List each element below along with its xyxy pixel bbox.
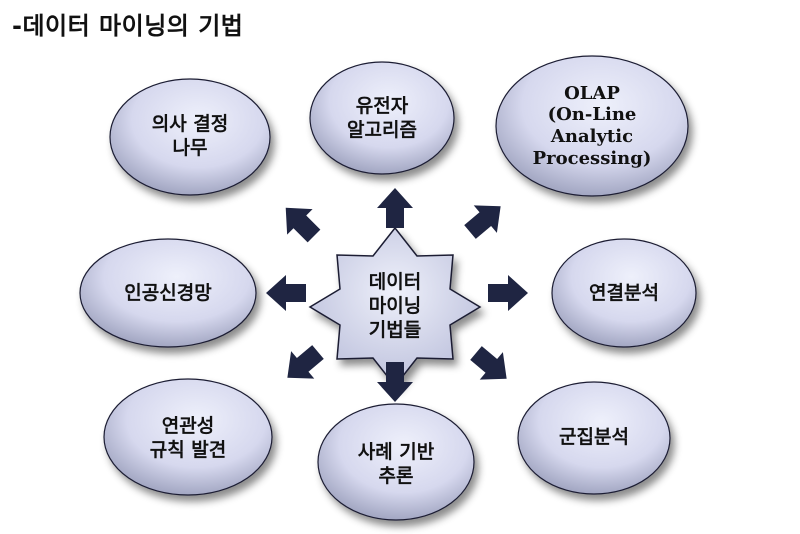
node-genetic-algorithm: 유전자 알고리즘 — [347, 95, 417, 141]
ellipse-olap — [495, 55, 689, 197]
node-olap: OLAP (On-Line Analytic Processing) — [532, 82, 652, 169]
ellipse-genetic-algorithm — [309, 61, 455, 175]
node-association-rules: 연관성 규칙 발견 — [149, 415, 227, 461]
arrow-up-right-icon — [458, 192, 513, 246]
arrow-up-left-icon — [272, 194, 327, 249]
ellipse-association-rules — [103, 378, 273, 496]
ellipse-link-analysis — [551, 238, 697, 348]
arrow-down-right-icon — [464, 339, 519, 393]
arrow-down-left-icon — [275, 338, 330, 392]
ellipse-clustering — [517, 381, 671, 495]
node-neural-network: 인공신경망 — [124, 282, 212, 305]
arrow-left-icon — [266, 275, 306, 311]
node-case-based-reasoning: 사례 기반 추론 — [357, 441, 435, 487]
arrow-right-icon — [488, 275, 528, 311]
page-title: -데이터 마이닝의 기법 — [12, 12, 244, 40]
node-decision-tree: 의사 결정 나무 — [151, 113, 229, 159]
node-clustering: 군집분석 — [559, 426, 629, 449]
center-label: 데이터 마이닝 기법들 — [368, 271, 422, 341]
node-link-analysis: 연결분석 — [589, 282, 659, 305]
ellipse-neural-network — [79, 238, 257, 348]
arrow-up-icon — [377, 188, 413, 228]
ellipse-case-based-reasoning — [317, 403, 475, 521]
ellipse-decision-tree — [109, 78, 271, 196]
